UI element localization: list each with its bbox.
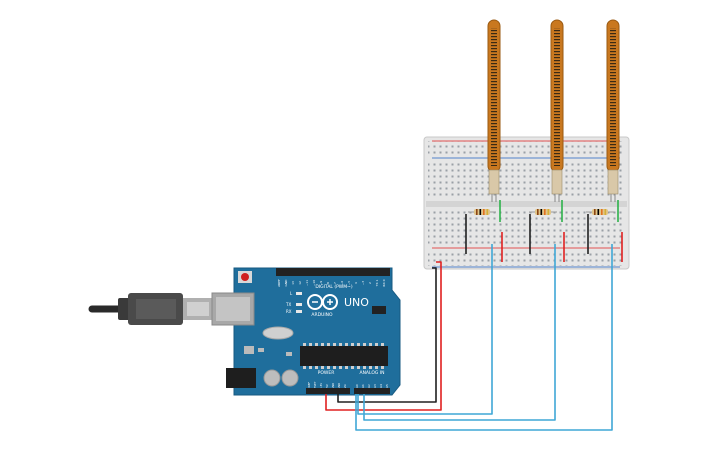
analog-pin-label: A4 xyxy=(379,384,383,388)
digital-pin-label: 7 xyxy=(333,282,337,284)
jumper-set-2 xyxy=(529,200,565,262)
wire-a2 xyxy=(355,244,613,431)
power-pin-label: 5V xyxy=(325,384,329,388)
digital-pin-label: ~6 xyxy=(340,281,344,286)
wire-a1 xyxy=(363,244,556,421)
power-jack xyxy=(226,368,256,388)
analog-label: ANALOG IN xyxy=(359,370,384,376)
digital-pin-label: ~9 xyxy=(319,281,323,286)
wire-gnd xyxy=(337,267,437,403)
led-tx-label: TX xyxy=(285,302,291,307)
digital-pin-label: TX 1 xyxy=(375,280,379,288)
wire-a0 xyxy=(357,244,493,415)
digital-pin-label: ~11 xyxy=(305,280,309,286)
top-power-rail xyxy=(428,141,625,157)
brand-label: ARDUINO xyxy=(311,312,333,318)
digital-pin-label: ~3 xyxy=(361,281,365,286)
led-l-label: L xyxy=(290,291,293,296)
digital-pin-label: AREF xyxy=(277,279,281,287)
flex-sensor-2 xyxy=(550,19,564,202)
digital-pin-label: ~5 xyxy=(347,281,351,286)
analog-header xyxy=(354,388,390,394)
power-header xyxy=(306,388,350,394)
resistor-1 xyxy=(468,209,496,215)
lower-terminal-strip xyxy=(428,210,625,244)
resistor-3 xyxy=(586,209,614,215)
analog-pin-label: A0 xyxy=(355,384,359,388)
analog-pin-label: A2 xyxy=(367,384,371,388)
digital-pin-label: RX 0 xyxy=(382,279,386,286)
digital-pin-label: 2 xyxy=(368,282,372,284)
power-pin-label: RESET xyxy=(313,381,317,390)
upper-terminal-strip xyxy=(428,163,625,197)
atmega-chip xyxy=(300,346,388,366)
jumper-set-3 xyxy=(587,200,623,262)
power-pin-label: 3.3V xyxy=(319,383,323,389)
power-pin-label: Vin xyxy=(343,384,347,389)
bottom-power-rail xyxy=(428,250,625,266)
model-label: UNO xyxy=(344,296,369,309)
power-label: POWER xyxy=(318,370,335,376)
flex-sensor-1 xyxy=(487,19,501,202)
resistor-2 xyxy=(529,209,557,215)
digital-label: DIGITAL (PWM~) xyxy=(315,284,353,290)
breadboard xyxy=(423,136,630,270)
arduino-logo-icon xyxy=(307,294,338,310)
capacitor-1 xyxy=(263,369,281,387)
crystal xyxy=(262,326,294,340)
power-pin-label: IOREF xyxy=(307,381,311,390)
analog-pin-label: A1 xyxy=(361,384,365,388)
jumper-set-1 xyxy=(465,200,503,262)
digital-pin-label: GND xyxy=(284,279,288,287)
flex-sensor-3 xyxy=(606,19,620,202)
digital-pin-label: 4 xyxy=(354,282,358,284)
digital-pin-label: 8 xyxy=(326,282,330,284)
usb-cable xyxy=(88,293,213,325)
power-pin-label: GND xyxy=(331,383,335,389)
led-rx-label: RX xyxy=(286,309,292,314)
wire-5v xyxy=(325,261,442,411)
analog-pin-label: A3 xyxy=(373,384,377,388)
power-pin-label: GND xyxy=(337,383,341,389)
digital-pin-label: 13 xyxy=(291,281,295,285)
digital-pin-label: 12 xyxy=(298,281,302,285)
capacitor-2 xyxy=(281,369,299,387)
analog-pin-label: A5 xyxy=(385,384,389,388)
center-channel xyxy=(426,201,627,207)
digital-pin-label: ~10 xyxy=(312,280,316,286)
digital-header xyxy=(276,268,390,276)
